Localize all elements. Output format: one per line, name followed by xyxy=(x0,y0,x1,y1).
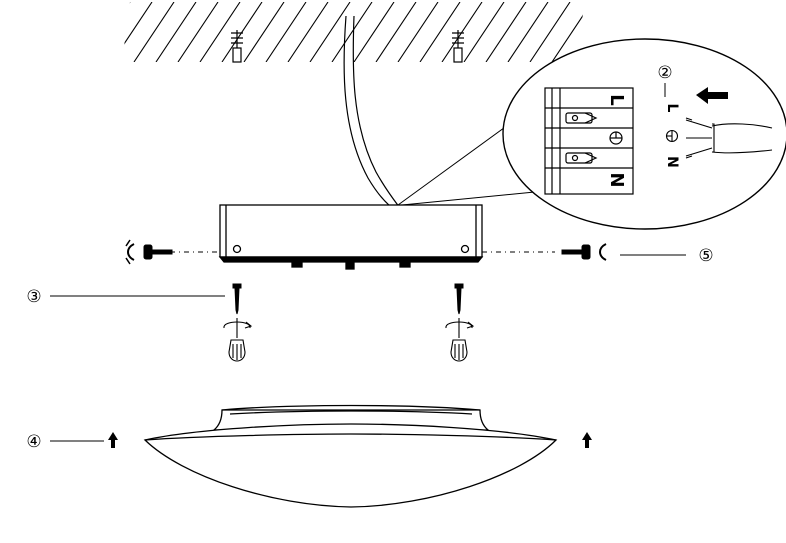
ceiling-hatch-line xyxy=(265,2,307,62)
callout-3: ③ xyxy=(26,287,41,307)
fixing-screw-right xyxy=(454,283,464,315)
ceiling-hatch-line xyxy=(551,2,585,62)
ceiling-hatch-line xyxy=(485,2,527,62)
mains-cable xyxy=(343,15,401,211)
terminal-live-label: L xyxy=(606,94,627,105)
insert-arrow-icon xyxy=(696,87,728,104)
ceiling-hatch-line xyxy=(177,2,219,62)
callout-4: ④ xyxy=(26,432,41,452)
ceiling-hatch-line xyxy=(507,2,549,62)
ceiling-hatch-line xyxy=(529,2,571,62)
screwdriver-right-icon xyxy=(445,318,475,362)
terminal-neutral-label: N xyxy=(606,172,627,187)
lamp-shade xyxy=(143,404,558,508)
screwdriver-left-icon xyxy=(223,318,253,362)
supply-cable xyxy=(685,117,773,159)
ceiling-hatch-line xyxy=(375,2,417,62)
terminal-detail: L N L N xyxy=(502,38,786,230)
ceiling xyxy=(122,2,585,62)
ceiling-hatch-line xyxy=(221,2,263,62)
ceiling-hatch-line xyxy=(133,2,175,62)
side-screw-left xyxy=(125,239,173,265)
ceiling-hatch-line xyxy=(199,2,241,62)
mounting-box xyxy=(218,204,484,270)
ceiling-hatch-line xyxy=(397,2,439,62)
wire-live-label: L xyxy=(664,104,680,113)
ceiling-hatch-line xyxy=(353,2,395,62)
ceiling-hatch-line xyxy=(463,2,505,62)
terminal-block xyxy=(544,87,634,195)
up-arrow-left-icon xyxy=(108,432,118,448)
ceiling-anchor-right xyxy=(452,30,464,63)
ceiling-hatch-line xyxy=(122,2,153,62)
ceiling-anchor-left xyxy=(231,30,243,63)
side-screw-right xyxy=(561,243,607,261)
ceiling-hatch-line xyxy=(309,2,351,62)
ceiling-hatch-line xyxy=(155,2,197,62)
ceiling-hatch-line xyxy=(441,2,483,62)
ceiling-hatch-line xyxy=(331,2,373,62)
up-arrow-right-icon xyxy=(582,432,592,448)
ceiling-hatch-line xyxy=(243,2,285,62)
fixing-screw-left xyxy=(232,283,242,315)
zoom-callout-lines xyxy=(397,124,556,206)
ceiling-hatch-line xyxy=(287,2,329,62)
wire-neutral-label: N xyxy=(664,156,680,168)
ceiling-hatch-line xyxy=(419,2,461,62)
callout-2: ② xyxy=(657,63,672,83)
wire-earth-icon xyxy=(665,129,679,143)
callout-5: ⑤ xyxy=(698,246,713,266)
ceiling-hatch-line xyxy=(122,2,131,62)
